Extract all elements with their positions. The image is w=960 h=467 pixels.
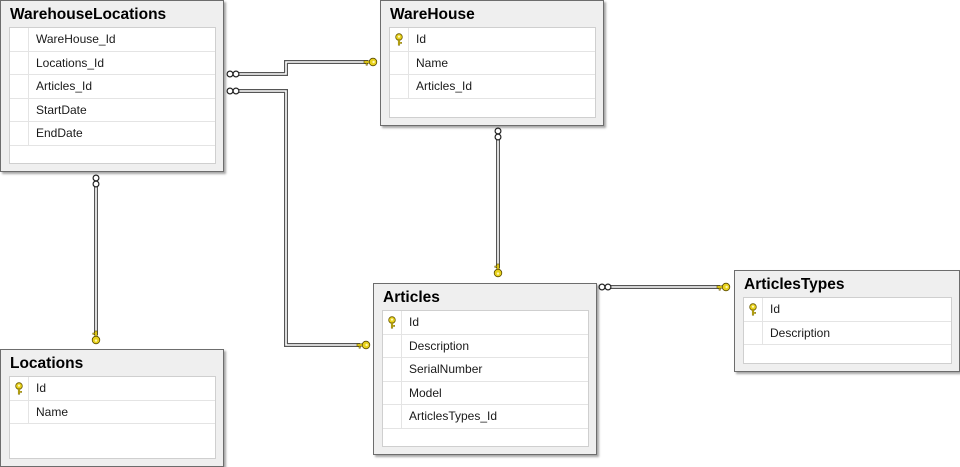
row-selector[interactable] [744,321,763,344]
row-selector[interactable] [390,28,409,51]
column-name: Model [409,385,442,400]
infinity-icon [226,87,240,95]
row-selector[interactable] [383,311,402,334]
column-row[interactable]: Id [744,298,951,322]
column-row[interactable]: Locations_Id [10,51,215,75]
key-icon [395,33,403,46]
row-selector[interactable] [10,51,29,74]
table-title: Articles [383,289,440,306]
relationship-warehouselocations-articles [236,89,360,347]
row-selector[interactable] [10,400,29,423]
column-row[interactable]: Id [10,377,215,401]
key-icon [356,340,371,350]
key-icon [363,57,378,67]
column-name: Id [36,381,47,395]
column-name: Locations_Id [36,55,105,70]
column-row[interactable]: Id [390,28,595,52]
row-selector[interactable] [383,334,402,357]
infinity-icon [494,127,502,141]
column-row[interactable]: Model [383,381,588,405]
column-name: ArticlesTypes_Id [409,409,498,423]
key-icon [15,382,23,395]
column-row[interactable]: StartDate [10,98,215,122]
column-row[interactable]: Name [10,400,215,424]
row-selector[interactable] [383,358,402,381]
column-name: StartDate [36,102,87,117]
table-title: ArticlesTypes [744,276,845,293]
column-name: Name [36,404,69,419]
infinity-icon [92,174,100,188]
key-icon [749,303,757,316]
key-icon [388,316,396,329]
row-selector[interactable] [10,122,29,145]
column-name: Id [409,315,420,329]
column-row[interactable]: ArticlesTypes_Id [383,405,588,429]
column-name: EndDate [36,126,83,140]
row-selector[interactable] [390,75,409,98]
column-name: Name [416,55,449,70]
column-name: Articles_Id [36,79,93,93]
column-row[interactable]: Articles_Id [10,75,215,99]
column-row[interactable]: Description [383,334,588,358]
column-row[interactable]: WareHouse_Id [10,28,215,52]
key-icon [493,263,503,278]
row-selector[interactable] [10,98,29,121]
column-row[interactable]: Articles_Id [390,75,595,99]
key-icon [716,282,731,292]
key-icon [91,330,101,345]
table-title: Locations [10,355,84,372]
column-name: Description [409,338,470,353]
column-name: Articles_Id [416,79,473,93]
column-row[interactable]: Description [744,321,951,345]
infinity-icon [226,70,240,78]
column-row[interactable]: EndDate [10,122,215,146]
row-selector[interactable] [383,405,402,428]
column-name: WareHouse_Id [36,32,116,46]
row-selector[interactable] [744,298,763,321]
column-name: SerialNumber [409,362,483,376]
row-selector[interactable] [10,377,29,400]
column-name: Id [770,302,781,316]
column-row[interactable]: SerialNumber [383,358,588,382]
table-title: WareHouse [390,6,475,23]
row-selector[interactable] [10,28,29,51]
relationship-warehouselocations-warehouse [236,60,368,76]
infinity-icon [598,283,612,291]
row-selector[interactable] [10,75,29,98]
row-selector[interactable] [390,51,409,74]
column-row[interactable]: Id [383,311,588,335]
row-selector[interactable] [383,381,402,404]
column-name: Id [416,32,427,46]
column-row[interactable]: Name [390,51,595,75]
column-name: Description [770,325,831,340]
table-title: WarehouseLocations [10,6,167,23]
